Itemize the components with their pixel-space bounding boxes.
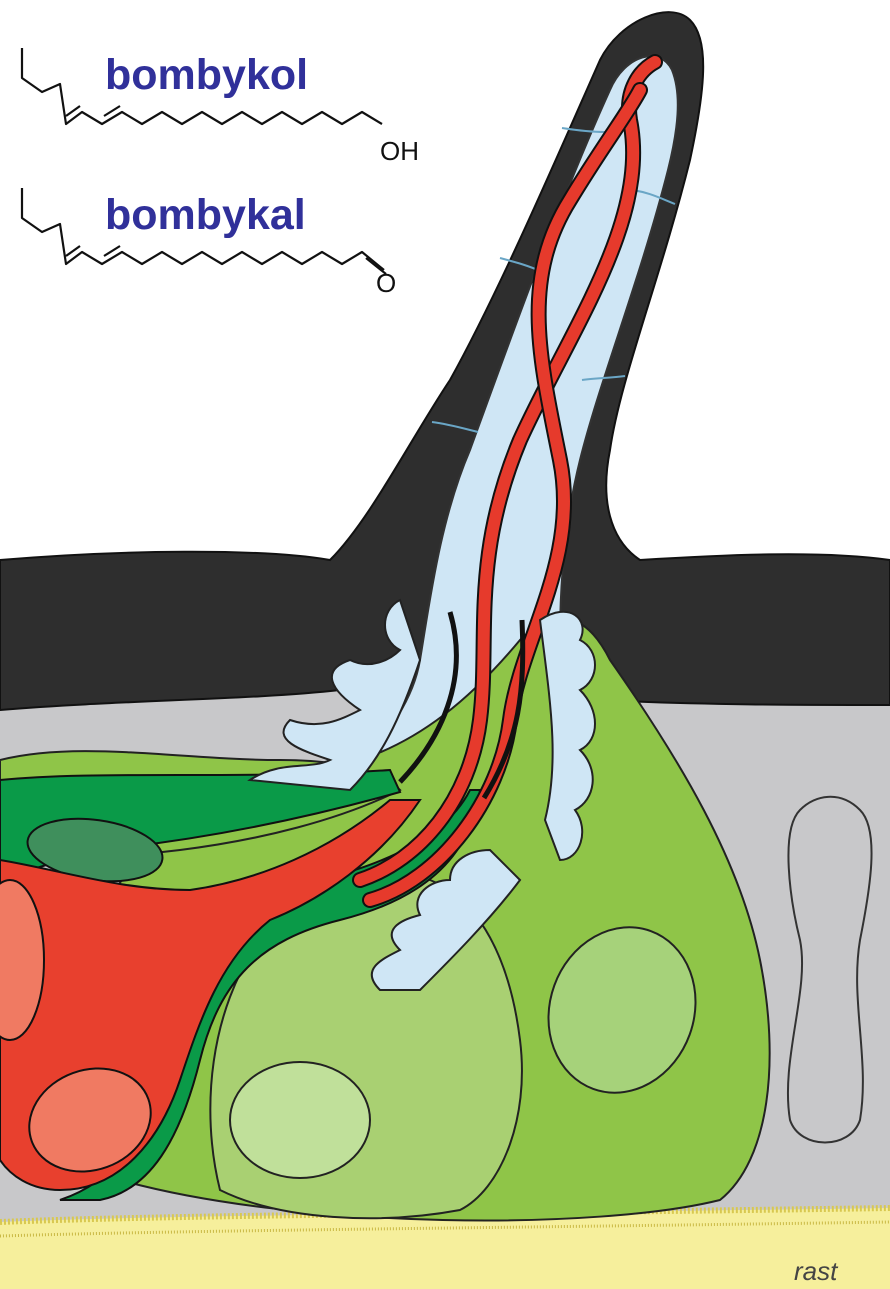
bombykal-label: bombykal [105, 191, 306, 239]
artist-signature: rast [794, 1256, 839, 1286]
hydroxyl-group-label: OH [380, 136, 419, 166]
bombykol-label: bombykol [105, 51, 308, 99]
auxiliary-nucleus-center [230, 1062, 370, 1178]
carbonyl-group-label: O [376, 268, 396, 298]
